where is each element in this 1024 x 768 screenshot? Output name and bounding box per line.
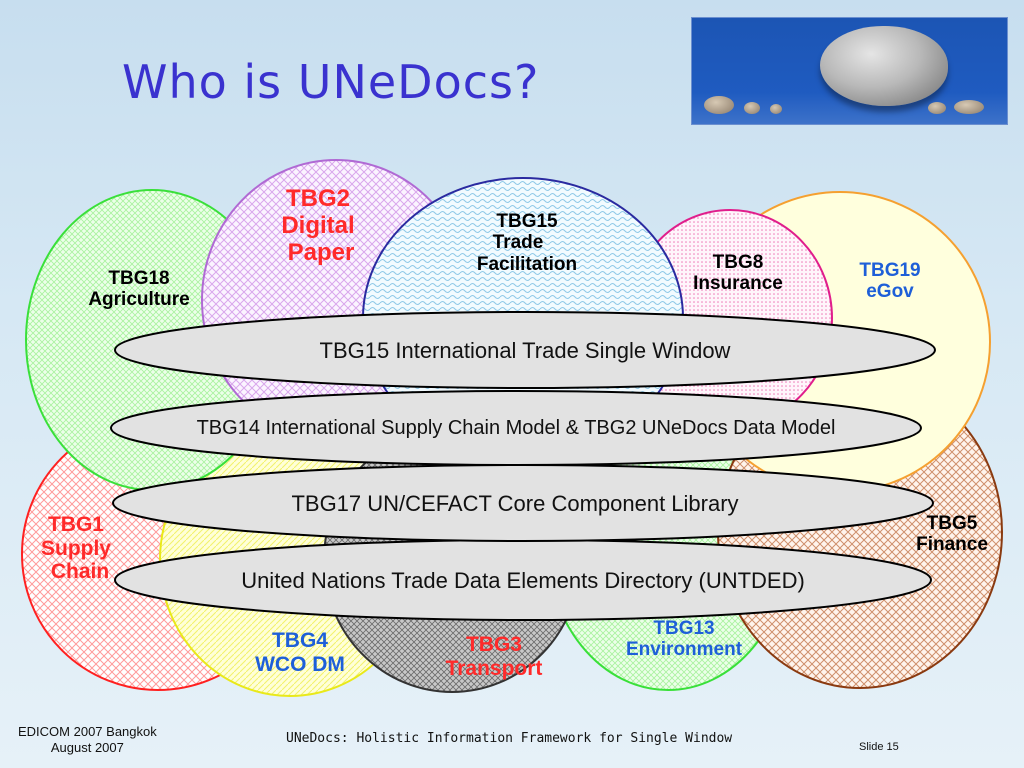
- tbg1-line1: TBG1: [47, 513, 104, 536]
- tbg5-label: TBG5 Finance: [902, 513, 1002, 556]
- tbg4-label: TBG4 WCO DM: [236, 629, 364, 676]
- layer-single-window: [114, 311, 936, 389]
- tbg15-label: TBG15 Trade Facilitation: [462, 211, 592, 275]
- tbg13-label: TBG13 Environment: [610, 618, 758, 661]
- pebble: [928, 102, 946, 114]
- pebble: [704, 96, 734, 114]
- tbg1-line2: Supply: [40, 536, 111, 560]
- tbg5-line1: TBG5: [926, 513, 978, 534]
- footer-event: EDICOM 2007 Bangkok August 2007: [18, 724, 157, 755]
- tbg19-label: TBG19 eGov: [840, 260, 940, 303]
- tbg18-line2: Agriculture: [88, 289, 190, 311]
- tbg15-line1: TBG15: [496, 211, 558, 232]
- pebble: [954, 100, 984, 114]
- tbg3-line1: TBG3: [465, 633, 522, 656]
- tbg19-line2: eGov: [866, 281, 914, 303]
- header-photo: [691, 17, 1008, 125]
- tbg2-line3: Paper: [287, 238, 355, 266]
- stone-image: [820, 26, 948, 106]
- tbg1-line3: Chain: [50, 560, 110, 584]
- tbg13-line1: TBG13: [653, 618, 715, 639]
- tbg2-line2: Digital: [281, 211, 355, 239]
- tbg13-line2: Environment: [625, 639, 743, 661]
- pebble: [744, 102, 760, 114]
- tbg3-label: TBG3 Transport: [426, 633, 562, 680]
- layer-data-model: [110, 390, 922, 466]
- layer-core-components-label: TBG17 UN/CEFACT Core Component Library: [291, 491, 739, 516]
- tbg4-line1: TBG4: [271, 629, 328, 652]
- tbg8-line2: Insurance: [693, 273, 783, 295]
- tbg2-line1: TBG2: [285, 185, 350, 212]
- footer-subtitle: UNeDocs: Holistic Information Framework …: [286, 731, 733, 746]
- layer-untded-label: United Nations Trade Data Elements Direc…: [241, 568, 805, 593]
- tbg15-line2: Trade: [492, 232, 544, 254]
- tbg8-line1: TBG8: [712, 252, 764, 273]
- pebble: [770, 104, 782, 114]
- tbg5-line2: Finance: [916, 534, 988, 556]
- slide-number: Slide 15: [859, 741, 899, 753]
- layer-data-model-label: TBG14 International Supply Chain Model &…: [196, 417, 836, 439]
- footer-event-line1: EDICOM 2007 Bangkok: [18, 724, 157, 739]
- tbg18-label: TBG18 Agriculture: [76, 268, 202, 311]
- tbg3-line2: Transport: [445, 656, 543, 680]
- tbg18-line1: TBG18: [108, 268, 170, 289]
- tbg2-label: TBG2 Digital Paper: [268, 185, 368, 267]
- layer-single-window-label: TBG15 International Trade Single Window: [319, 338, 731, 363]
- tbg1-label: TBG1 Supply Chain: [28, 513, 124, 584]
- tbg15-line3: Facilitation: [476, 253, 578, 275]
- tbg8-label: TBG8 Insurance: [680, 252, 796, 295]
- tbg19-line1: TBG19: [859, 260, 921, 281]
- slide-title: Who is UNeDocs?: [122, 55, 540, 109]
- footer-event-line2: August 2007: [50, 739, 124, 755]
- tbg4-line2: WCO DM: [255, 652, 345, 676]
